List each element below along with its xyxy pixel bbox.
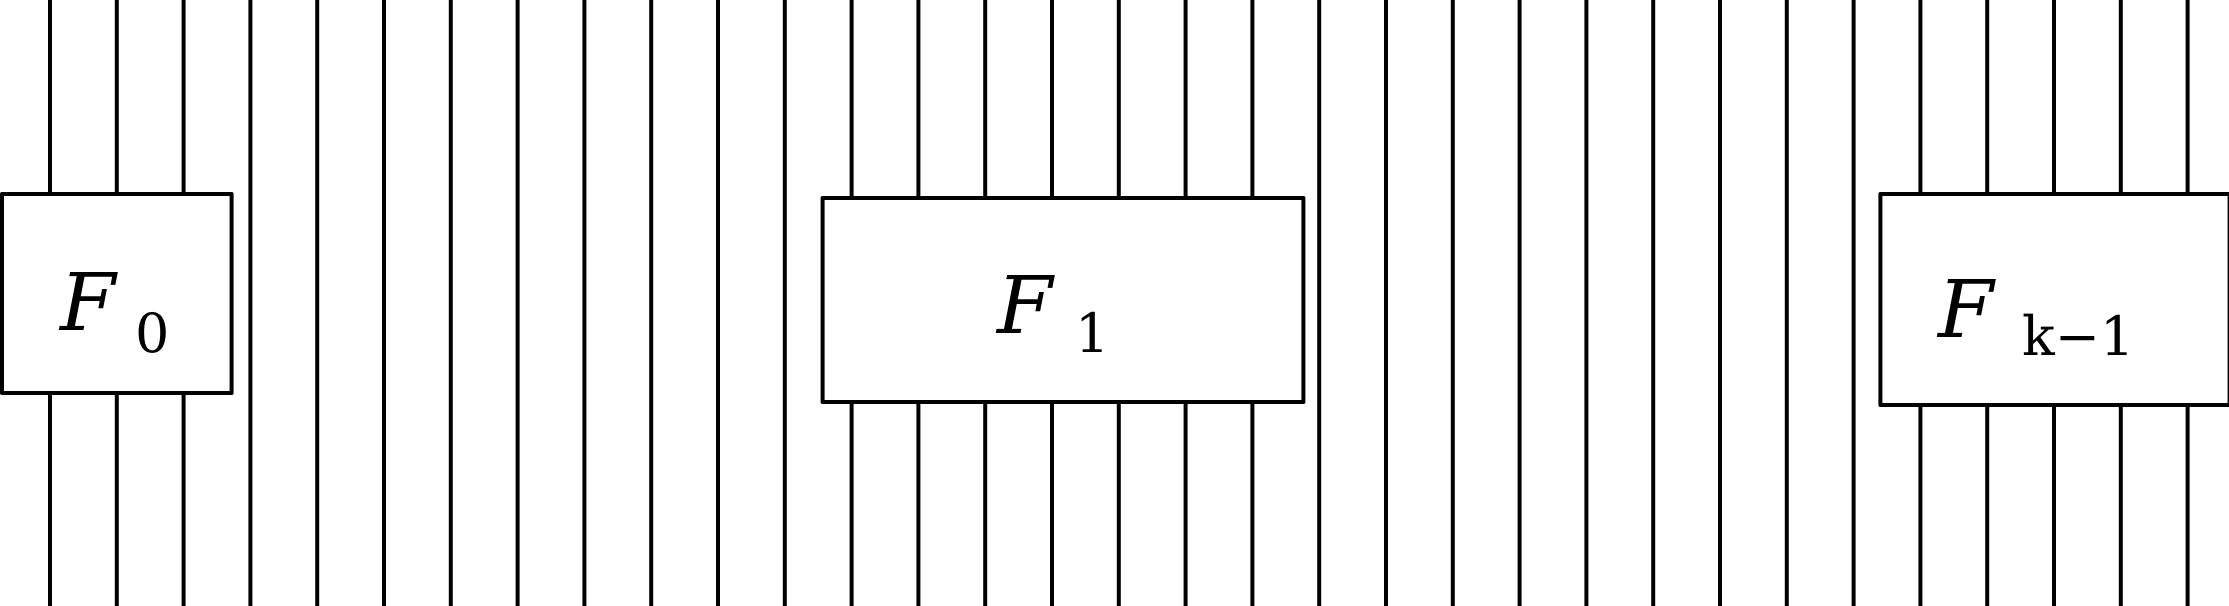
block-f0-box — [0, 192, 234, 395]
block-f1-box — [820, 196, 1306, 404]
block-f0-symbol: F — [58, 256, 118, 349]
block-f0-subscript: 0 — [135, 302, 169, 365]
block-fk1-subscript: k−1 — [2022, 305, 2134, 368]
block-fk1-symbol: F — [1936, 263, 1996, 356]
block-fk1-box — [1878, 192, 2229, 407]
block-f1-subscript: 1 — [1075, 302, 1109, 365]
block-f1-symbol: F — [995, 259, 1055, 352]
